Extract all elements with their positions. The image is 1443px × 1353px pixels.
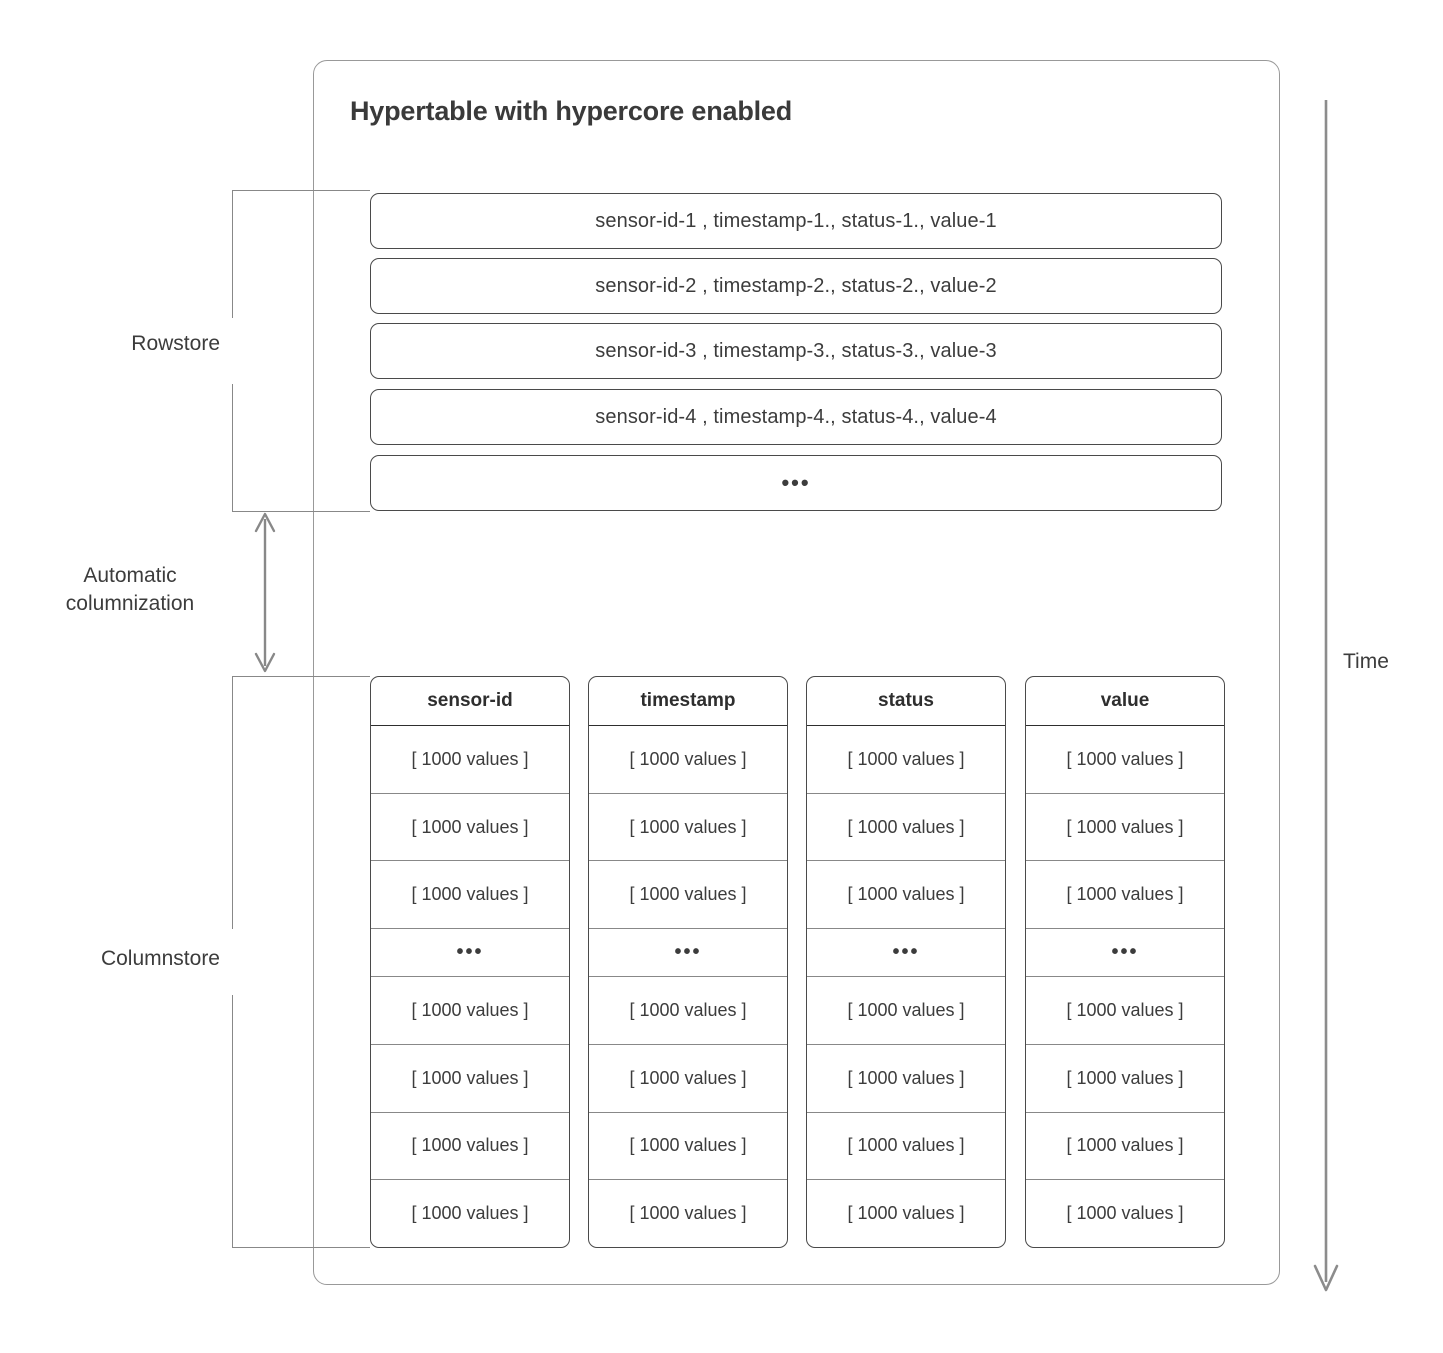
page-title: Hypertable with hypercore enabled (350, 96, 793, 126)
column-cell: [ 1000 values ] (807, 977, 1005, 1045)
columnstore-column-sensor-id: sensor-id [ 1000 values ] [ 1000 values … (370, 676, 570, 1248)
columnstore-brace-top-bar (232, 676, 370, 677)
columnstore-column-timestamp: timestamp [ 1000 values ] [ 1000 values … (588, 676, 788, 1248)
column-cell: [ 1000 values ] (1026, 861, 1224, 930)
column-cell: [ 1000 values ] (807, 794, 1005, 862)
rowstore-row-text: sensor-id-3 , timestamp-3., status-3., v… (595, 339, 997, 362)
column-cell: [ 1000 values ] (589, 861, 787, 930)
column-cell: [ 1000 values ] (1026, 977, 1224, 1045)
column-cell: [ 1000 values ] (371, 1113, 569, 1181)
column-cell: [ 1000 values ] (807, 1113, 1005, 1181)
hypertable-container (313, 60, 1280, 1285)
rowstore-label: Rowstore (131, 332, 220, 355)
columnstore-column-value: value [ 1000 values ] [ 1000 values ] [ … (1025, 676, 1225, 1248)
columnization-label: Automatic columnization (20, 562, 240, 619)
rowstore-row: sensor-id-2 , timestamp-2., status-2., v… (370, 258, 1222, 314)
column-header: timestamp (589, 677, 787, 726)
rowstore-row-text: sensor-id-4 , timestamp-4., status-4., v… (595, 405, 997, 428)
rowstore-brace-spine-upper (232, 190, 233, 318)
column-cell: [ 1000 values ] (629, 1203, 747, 1224)
column-header: value (1026, 677, 1224, 726)
columnstore-brace-bottom-bar (232, 1247, 370, 1248)
rowstore-row-text: sensor-id-1 , timestamp-1., status-1., v… (595, 209, 997, 232)
column-cell: [ 1000 values ] (371, 861, 569, 930)
column-cell: [ 1000 values ] (807, 726, 1005, 794)
rowstore-brace-bottom-bar (232, 511, 370, 512)
rowstore-row: sensor-id-4 , timestamp-4., status-4., v… (370, 389, 1222, 445)
column-cell: [ 1000 values ] (1026, 1113, 1224, 1181)
columnstore-brace-spine-lower (232, 995, 233, 1248)
column-cell: [ 1000 values ] (847, 1203, 965, 1224)
rowstore-row: sensor-id-3 , timestamp-3., status-3., v… (370, 323, 1222, 379)
columnstore-brace (232, 676, 370, 1248)
column-cell: [ 1000 values ] (589, 1045, 787, 1113)
column-cell: [ 1000 values ] (1026, 1045, 1224, 1113)
columnization-double-arrow-icon (254, 512, 276, 673)
columnstore-label: Columnstore (100, 947, 220, 970)
column-cell-ellipsis: ••• (807, 929, 1005, 978)
rowstore-brace-spine-lower (232, 384, 233, 512)
column-cell-ellipsis: ••• (1026, 929, 1224, 978)
columnstore-column-status: status [ 1000 values ] [ 1000 values ] [… (806, 676, 1006, 1248)
time-axis-arrow-icon (1313, 100, 1339, 1292)
column-header: sensor-id (371, 677, 569, 726)
column-cell: [ 1000 values ] (589, 1113, 787, 1181)
column-cell: [ 1000 values ] (807, 1045, 1005, 1113)
column-header: status (807, 677, 1005, 726)
column-cell: [ 1000 values ] (1066, 1203, 1184, 1224)
rowstore-row-text: sensor-id-2 , timestamp-2., status-2., v… (595, 274, 997, 297)
column-cell: [ 1000 values ] (371, 726, 569, 794)
column-cell: [ 1000 values ] (371, 794, 569, 862)
column-cell-ellipsis: ••• (589, 929, 787, 978)
rowstore-brace-top-bar (232, 190, 370, 191)
columnization-label-line1: Automatic (83, 564, 177, 587)
ellipsis-icon: ••• (781, 470, 811, 495)
column-cell: [ 1000 values ] (1026, 794, 1224, 862)
time-axis-label: Time (1343, 650, 1389, 673)
column-cell-ellipsis: ••• (371, 929, 569, 978)
column-cell: [ 1000 values ] (589, 726, 787, 794)
column-cell: [ 1000 values ] (807, 861, 1005, 930)
column-cell: [ 1000 values ] (1026, 726, 1224, 794)
columnization-label-line2: columnization (65, 592, 195, 616)
column-cell: [ 1000 values ] (589, 977, 787, 1045)
column-cell: [ 1000 values ] (411, 1203, 529, 1224)
columnstore-brace-spine-upper (232, 676, 233, 929)
rowstore-brace (232, 190, 370, 512)
rowstore-row-ellipsis: ••• (370, 455, 1222, 511)
column-cell: [ 1000 values ] (371, 977, 569, 1045)
rowstore-row: sensor-id-1 , timestamp-1., status-1., v… (370, 193, 1222, 249)
column-cell: [ 1000 values ] (371, 1045, 569, 1113)
column-cell: [ 1000 values ] (589, 794, 787, 862)
